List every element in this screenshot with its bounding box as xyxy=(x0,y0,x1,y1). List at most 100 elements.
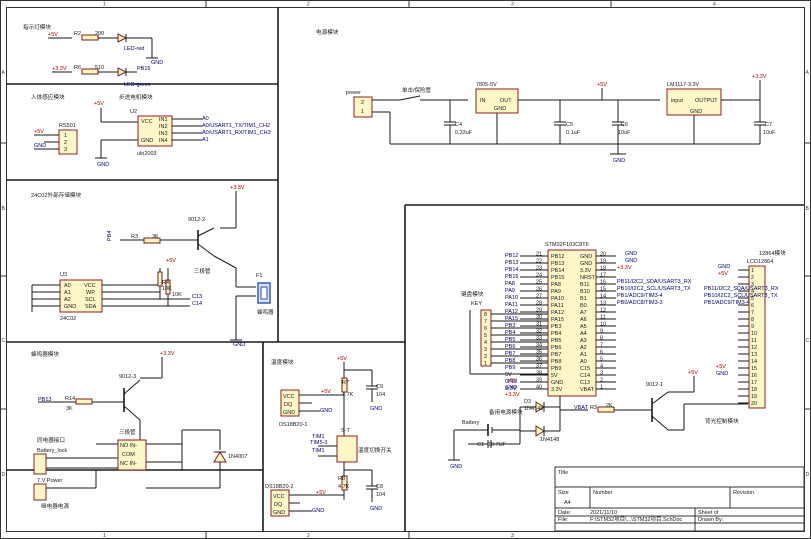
transistor-9012-2: +3.3V 9012-2 PB4 R3 3K 三极管 F1 蜂鸣器 GND xyxy=(107,185,274,348)
svg-text:1N4148: 1N4148 xyxy=(524,406,543,412)
section-body-sense-title: 人体感应模块 xyxy=(31,93,65,101)
svg-text:Battery: Battery xyxy=(462,420,480,426)
mcu-left-pin-label: PA11 xyxy=(551,303,564,309)
svg-text:C: C xyxy=(806,338,810,344)
mcu-right-pin-number: 17 xyxy=(600,273,606,279)
svg-text:DS18B20-2: DS18B20-2 xyxy=(265,484,293,490)
mcu-right-pin-number: 11 xyxy=(600,315,606,321)
svg-text:2021/11/10: 2021/11/10 xyxy=(590,510,617,516)
svg-text:+3.3V: +3.3V xyxy=(160,351,175,357)
lcd-pin-number: 16 xyxy=(751,373,757,379)
svg-text:24C02: 24C02 xyxy=(60,316,76,322)
svg-text:R8: R8 xyxy=(338,476,345,482)
lcd-pin-number: 6 xyxy=(751,303,754,309)
svg-text:C13: C13 xyxy=(192,294,202,300)
svg-text:PB11/I2C2_SDA/USART3_RX: PB11/I2C2_SDA/USART3_RX xyxy=(704,286,779,292)
lcd-side-nets: GND +5V PB11/I2C2_SDA/USART3_RX PB10/I2C… xyxy=(704,264,779,377)
mcu-left-pin-number: 28 xyxy=(536,301,542,307)
mcu-left-pin-label: GND xyxy=(551,380,563,386)
svg-text:R14: R14 xyxy=(65,396,75,402)
mcu-left-pin-label: 5V xyxy=(551,373,558,379)
lcd-pin-number: 13 xyxy=(751,352,757,358)
lcd-pin-number: 14 xyxy=(751,359,757,365)
mcu-left-pin-label: PB12 xyxy=(551,254,564,260)
mcu-left-pin-label: PA12 xyxy=(551,310,564,316)
svg-text:TIM1: TIM1 xyxy=(312,434,325,440)
lcd-pin-number: 5 xyxy=(751,296,754,302)
svg-text:10K: 10K xyxy=(172,292,182,298)
svg-text:input: input xyxy=(671,98,683,104)
svg-text:+5V: +5V xyxy=(321,389,331,395)
svg-text:VCC: VCC xyxy=(283,394,295,400)
section-eeprom-title: 24C02外部存储模块 xyxy=(31,191,81,199)
key-pin-number: 7 xyxy=(484,319,487,325)
svg-text:GND: GND xyxy=(505,385,517,391)
mcu-left-pin-number: 40 xyxy=(536,385,542,391)
svg-text:GND: GND xyxy=(690,109,702,115)
mcu-right-pin-label: B11 xyxy=(580,282,589,288)
mcu-right-pin-label: GND xyxy=(580,261,592,267)
svg-text:IN1: IN1 xyxy=(159,117,168,123)
svg-text:R4: R4 xyxy=(162,280,169,286)
mcu-right-pin-number: 16 xyxy=(600,280,606,286)
svg-text:GND: GND xyxy=(312,508,324,514)
svg-text:10.7UF: 10.7UF xyxy=(488,442,507,448)
mcu-right-pin-label: B0 xyxy=(580,303,587,309)
svg-text:+3.3V: +3.3V xyxy=(617,265,632,271)
svg-text:VBAT: VBAT xyxy=(574,405,589,411)
lcd-pin-number: 7 xyxy=(751,310,754,316)
svg-text:D3: D3 xyxy=(524,399,531,405)
svg-text:TIM5-3: TIM5-3 xyxy=(310,440,327,446)
svg-text:3K: 3K xyxy=(66,406,73,412)
mcu-left-pin-number: 21 xyxy=(536,252,542,258)
key-pin-number: 4 xyxy=(484,340,487,346)
svg-text:VCC: VCC xyxy=(273,494,285,500)
svg-text:PB0/ADC8/TIM3-3: PB0/ADC8/TIM3-3 xyxy=(617,300,663,306)
grid-ref-right: A B C D xyxy=(804,70,811,478)
svg-text:S-T: S-T xyxy=(341,428,351,434)
lcd-pin-number: 8 xyxy=(751,317,754,323)
mcu-left-pin-number: 36 xyxy=(536,357,542,363)
mcu-right-pin-label: A4 xyxy=(580,331,587,337)
svg-text:4: 4 xyxy=(713,2,716,8)
svg-text:GND: GND xyxy=(151,60,163,66)
svg-text:LCD12864: LCD12864 xyxy=(747,259,773,265)
svg-text:KEY: KEY xyxy=(471,301,482,307)
mcu-right-pin-label: A5 xyxy=(580,324,587,330)
mcu-right-pin-number: 18 xyxy=(600,266,606,272)
rs501-sensor: RS501 1 2 3 +5V GND xyxy=(34,123,78,155)
transistor-9012-3: +3.3V 9012-3 PB13 R14 3K 三极管 xyxy=(38,351,175,440)
svg-text:+5V: +5V xyxy=(34,129,44,135)
svg-text:+3.3V: +3.3V xyxy=(52,66,67,72)
svg-text:+5V: +5V xyxy=(716,364,726,370)
lcd-pin-number: 1 xyxy=(751,268,754,274)
mcu-right-pin-number: 3 xyxy=(600,371,603,377)
lcd-pin-number: 12 xyxy=(751,345,757,351)
title-block: Title Size A4 Number Revision Date: 2021… xyxy=(554,466,805,532)
svg-text:PB1/ADC9/TIM3-4: PB1/ADC9/TIM3-4 xyxy=(617,293,663,299)
svg-text:A0: A0 xyxy=(64,283,71,289)
svg-text:9012-1: 9012-1 xyxy=(646,382,663,388)
svg-text:PB10/I2C2_SCL/USART3_TX: PB10/I2C2_SCL/USART3_TX xyxy=(617,286,691,292)
mcu-left-net: PB9 xyxy=(505,365,515,371)
mcu-left-net: PB3 xyxy=(505,323,515,329)
svg-text:Number: Number xyxy=(593,490,613,496)
svg-text:PB4: PB4 xyxy=(107,231,113,241)
mcu-right-pin-number: 12 xyxy=(600,308,606,314)
svg-text:LED-red: LED-red xyxy=(124,46,144,52)
svg-text:A: A xyxy=(806,70,810,76)
mcu-left-pin-label: PB6 xyxy=(551,345,561,351)
svg-text:A0/USART1_TX/TIM1_CH2: A0/USART1_TX/TIM1_CH2 xyxy=(202,123,270,129)
mcu-left-net: PB15 xyxy=(505,274,518,280)
svg-text:Title: Title xyxy=(558,470,568,476)
mcu-left-net: PA11 xyxy=(505,302,518,308)
svg-text:R3: R3 xyxy=(590,405,597,411)
svg-text:PB1/ADC9/TIM3-4: PB1/ADC9/TIM3-4 xyxy=(704,300,750,306)
ds18b20-1: VCC DQ GND DS18B20-1 +5V GND +5V R7 4.7K… xyxy=(279,356,385,440)
svg-text:1N4148: 1N4148 xyxy=(540,437,559,443)
svg-text:DQ: DQ xyxy=(284,402,293,408)
section-buzzer-power-title: 继电器电源 xyxy=(41,502,69,510)
svg-text:1: 1 xyxy=(361,109,364,115)
